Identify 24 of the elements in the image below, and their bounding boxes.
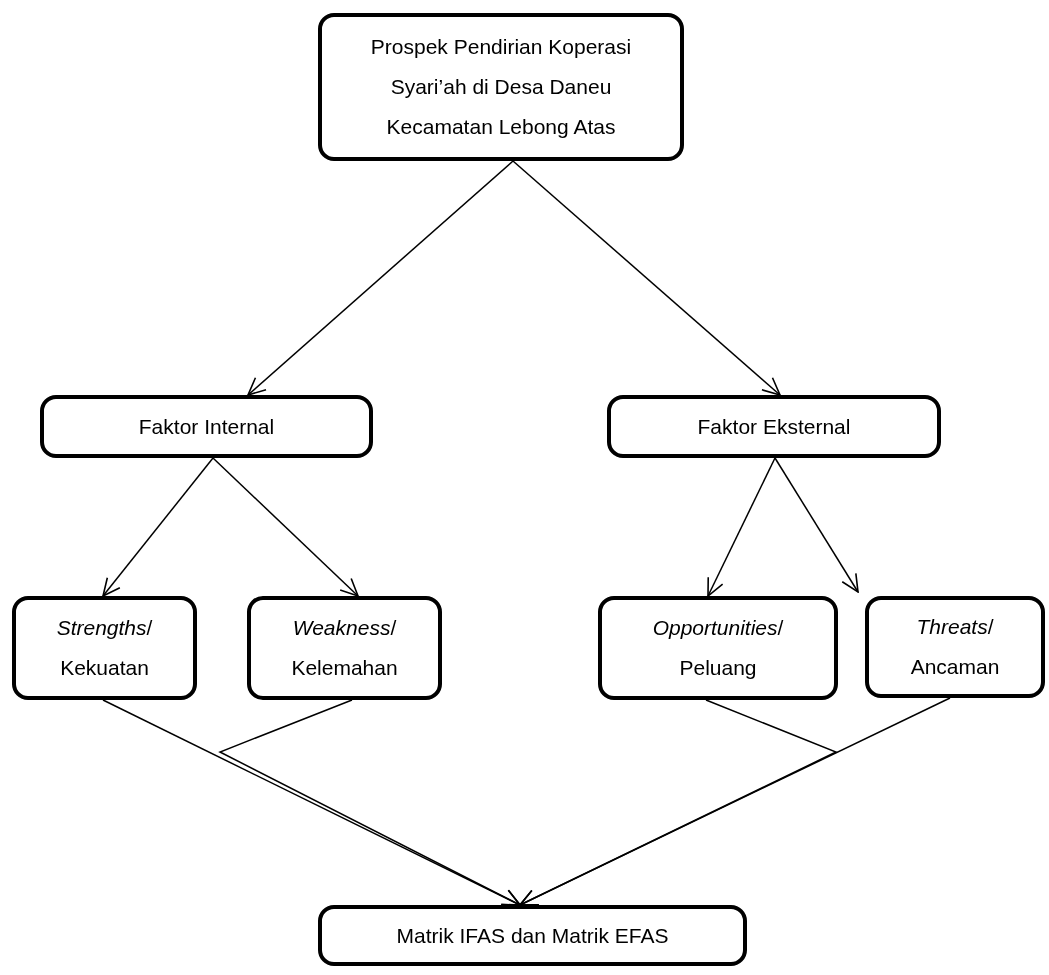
process-box — [607, 395, 941, 458]
arrow — [707, 457, 776, 597]
process-box — [865, 596, 1045, 698]
box-label: Faktor Eksternal — [697, 413, 851, 440]
arrow — [102, 457, 214, 597]
box-label: Matrik IFAS dan Matrik EFAS — [396, 922, 669, 949]
process-box — [598, 596, 838, 700]
box-label: Faktor Internal — [138, 413, 275, 440]
arrow — [519, 697, 951, 906]
process-box — [318, 13, 684, 161]
process-box — [318, 905, 747, 966]
arrow — [218, 699, 521, 906]
arrow — [212, 457, 359, 597]
arrow — [247, 160, 514, 396]
arrow — [774, 457, 859, 593]
process-box — [247, 596, 442, 700]
box-label: Threats/ Ancaman — [909, 614, 1001, 680]
process-box — [12, 596, 197, 700]
box-label: Opportunities/ Peluang — [651, 615, 785, 681]
process-box — [40, 395, 373, 458]
arrow — [512, 160, 781, 396]
box-label: Prospek Pendirian Koperasi Syari’ah di Desa Daneu Kecamatan Lebong Atas — [369, 34, 633, 140]
box-label: Weakness/ Kelemahan — [290, 615, 399, 681]
box-label: Strengths/ Kekuatan — [55, 615, 154, 681]
